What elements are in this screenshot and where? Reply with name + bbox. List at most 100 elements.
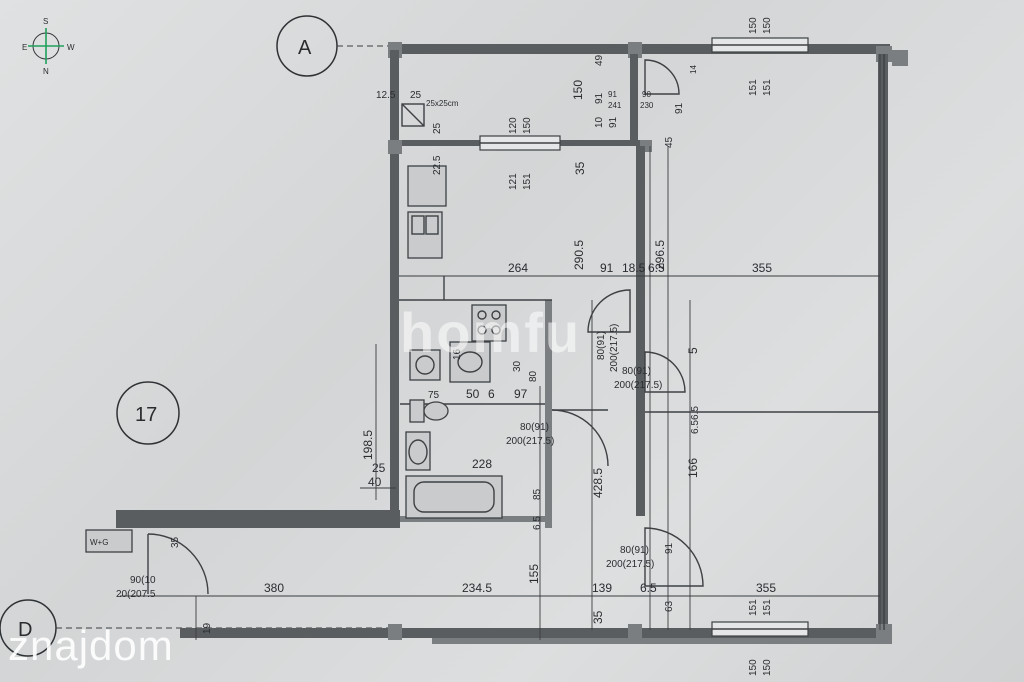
wall-bottom-ledge — [432, 638, 892, 644]
dim-25-c: 25 — [372, 461, 386, 475]
dim-91-d: 91 — [674, 102, 685, 114]
door-swing-bathroom — [551, 409, 609, 467]
dim-150-c: 150 — [748, 17, 759, 34]
wall-bathroom-bottom — [400, 516, 550, 522]
wall-corridor-top — [116, 510, 400, 528]
dim-35-c: 35 — [591, 610, 605, 624]
dim-139: 139 — [592, 581, 612, 595]
washing-machine — [409, 349, 441, 381]
compass-n: N — [43, 67, 49, 76]
dim-6-5-c: 6.5 — [690, 420, 701, 434]
dim-75: 75 — [428, 390, 440, 401]
wall-bathroom-right — [545, 300, 552, 528]
door-swing-room-upper — [644, 351, 686, 393]
dim-121: 121 — [508, 173, 519, 190]
dim-150-b: 150 — [571, 80, 585, 100]
dim-12-5: 12.5 — [376, 90, 396, 101]
dim-6-5-d: 6.5 — [532, 516, 543, 530]
shaft-label: 25x25cm — [426, 99, 459, 108]
fridge-cabinet — [407, 165, 447, 207]
bathtub — [405, 475, 503, 519]
dim-198-5: 198.5 — [361, 430, 375, 460]
svg-text:A: A — [298, 37, 312, 59]
dim-150-f: 150 — [762, 659, 773, 676]
dim-150-a: 150 — [522, 117, 533, 134]
door-swing-entrance — [147, 533, 209, 595]
dim-151-b: 151 — [748, 79, 759, 96]
dim-25-a: 25 — [410, 90, 422, 101]
dim-230: 230 — [640, 101, 654, 110]
dim-63: 63 — [664, 600, 675, 612]
door-room-lower-width: 80(91) — [620, 545, 649, 556]
dim-151-c: 151 — [762, 79, 773, 96]
column-bottom-mid — [628, 624, 642, 640]
dim-14: 14 — [689, 65, 698, 74]
dim-290-5: 290.5 — [572, 240, 586, 270]
door-swing-room-lower — [644, 527, 704, 587]
doors — [147, 59, 704, 595]
dim-91-e: 91 — [600, 261, 614, 275]
compass-e: E — [22, 43, 27, 52]
dim-166: 166 — [686, 458, 700, 478]
dim-91-f: 91 — [664, 542, 675, 554]
dim-355-a: 355 — [752, 261, 772, 275]
wall-right — [878, 54, 888, 632]
door-swing-kitchen — [587, 289, 631, 333]
watermark-homfu: homfu — [400, 301, 582, 364]
dim-150-e: 150 — [748, 659, 759, 676]
dim-355-b: 355 — [756, 581, 776, 595]
door-room-upper-height: 200(217.5) — [614, 380, 662, 391]
door-bathroom-height: 200(217.5) — [506, 436, 554, 447]
door-entrance-height: 20(207.5 — [116, 589, 156, 600]
dim-151-e: 151 — [762, 599, 773, 616]
dim-50: 50 — [466, 387, 480, 401]
dim-91-c: 91 — [608, 90, 617, 99]
door-kitchen-width: 80(91) — [596, 331, 607, 360]
dim-150-d: 150 — [762, 17, 773, 34]
dim-22-5: 22.5 — [432, 155, 443, 175]
toilet — [409, 399, 449, 423]
svg-text:D: D — [18, 619, 32, 641]
axis-bubble-a: A — [276, 15, 338, 77]
dim-97: 97 — [514, 387, 528, 401]
dim-380: 380 — [264, 581, 284, 595]
dim-30: 30 — [512, 360, 523, 372]
dim-80: 80 — [528, 370, 539, 382]
column-left-mid — [388, 140, 402, 154]
dim-155: 155 — [527, 564, 541, 584]
dim-35-a: 35 — [573, 161, 587, 175]
door-entrance-width: 90(10 — [130, 575, 156, 586]
dim-45: 45 — [664, 136, 675, 148]
dimension-labels: 12.5 25 25 22.5 120 150 121 151 150 49 9… — [116, 17, 776, 676]
dim-6-5-e: 6.5 — [640, 581, 657, 595]
door-kitchen-height: 200(217.5) — [609, 324, 620, 372]
wc-label: W+G — [90, 538, 108, 547]
svg-text:17: 17 — [135, 404, 157, 426]
wall-balcony-right — [630, 54, 638, 144]
dim-49: 49 — [594, 54, 605, 66]
door-bathroom-width: 80(91) — [520, 422, 549, 433]
dim-5: 5 — [686, 347, 700, 354]
walls — [116, 42, 908, 644]
column-bottom-left — [388, 624, 402, 640]
dim-6: 6 — [488, 387, 495, 401]
wall-bottom — [180, 628, 890, 638]
dim-10: 10 — [594, 116, 605, 128]
dim-19: 19 — [202, 622, 213, 634]
dim-16: 16 — [452, 348, 463, 360]
cooktop — [471, 304, 507, 342]
dim-151-a: 151 — [522, 173, 533, 190]
dim-6-5-a: 6.5 — [648, 261, 665, 275]
axis-bubble-17: 17 — [116, 381, 180, 445]
dim-151-d: 151 — [748, 599, 759, 616]
dim-91-b: 91 — [608, 116, 619, 128]
partitions — [120, 54, 885, 630]
door-room-upper-width: 80(91) — [622, 366, 651, 377]
dim-25-b: 25 — [432, 122, 443, 134]
ventilation-shaft: 25x25cm — [401, 99, 459, 127]
dim-428-5: 428.5 — [591, 468, 605, 498]
dim-18-5: 18.5 — [622, 261, 646, 275]
dim-6-5-b: 6.5 — [690, 406, 701, 420]
